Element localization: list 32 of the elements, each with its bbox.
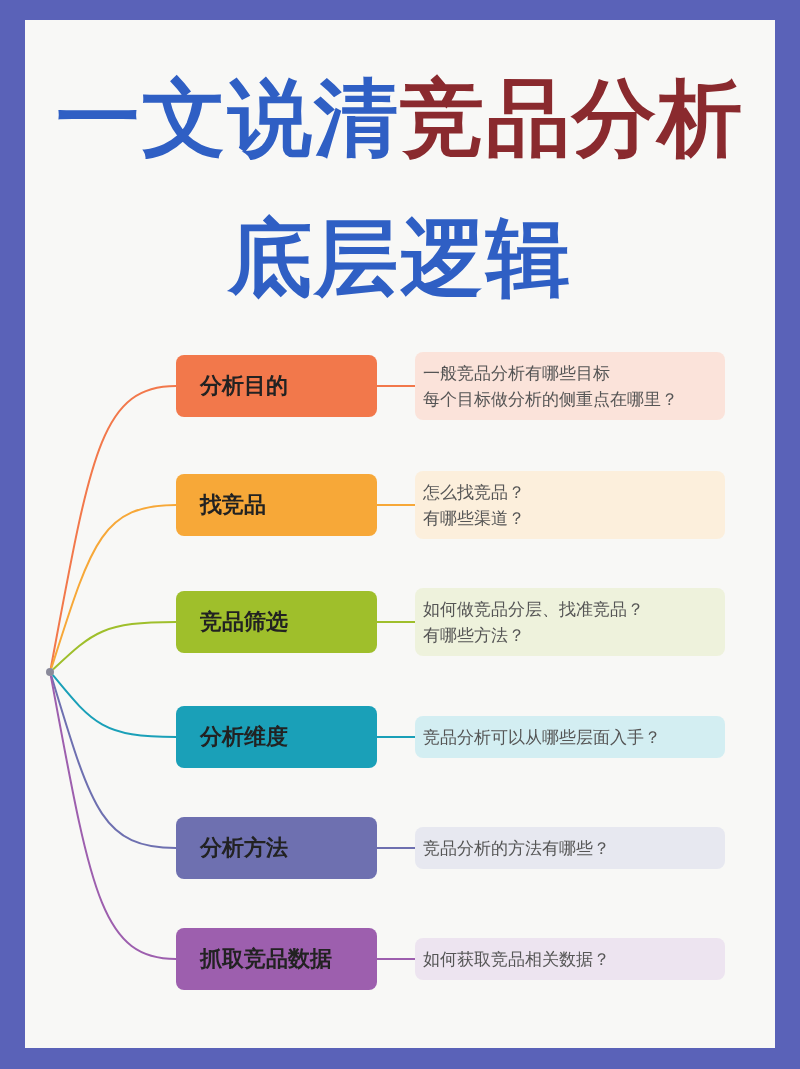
question-text: 一般竞品分析有哪些目标 <box>423 362 610 385</box>
connector-line <box>50 504 177 670</box>
question-text: 每个目标做分析的侧重点在哪里？ <box>423 388 678 411</box>
topic-box: 分析目的 <box>176 355 377 417</box>
question-text: 有哪些渠道？ <box>423 507 525 530</box>
question-box: 竞品分析的方法有哪些？ <box>415 827 725 869</box>
topic-box: 分析维度 <box>176 706 377 768</box>
question-box <box>415 352 725 420</box>
question-box <box>415 471 725 539</box>
connector-line <box>50 674 177 849</box>
connector-line <box>376 958 416 960</box>
connector-line <box>376 847 416 849</box>
connector-line <box>49 385 177 670</box>
junction-dot <box>46 668 54 676</box>
question-box: 竞品分析可以从哪些层面入手？ <box>415 716 725 758</box>
connector-line <box>376 385 416 387</box>
topic-box: 分析方法 <box>176 817 377 879</box>
connector-line <box>49 674 177 960</box>
connector-line <box>52 621 177 671</box>
question-text: 如何做竞品分层、找准竞品？ <box>423 598 644 621</box>
connector-line <box>376 736 416 738</box>
topic-box: 竞品筛选 <box>176 591 377 653</box>
question-text: 有哪些方法？ <box>423 624 525 647</box>
connector-line <box>376 621 416 623</box>
question-box: 如何获取竞品相关数据？ <box>415 938 725 980</box>
question-box <box>415 588 725 656</box>
topic-box: 找竞品 <box>176 474 377 536</box>
title: 一文说清竞品分析底层逻辑 <box>55 68 745 309</box>
question-text: 怎么找竞品？ <box>423 481 525 504</box>
topic-box: 抓取竞品数据 <box>176 928 377 990</box>
connector-line <box>376 504 416 506</box>
connector-line <box>51 673 177 738</box>
